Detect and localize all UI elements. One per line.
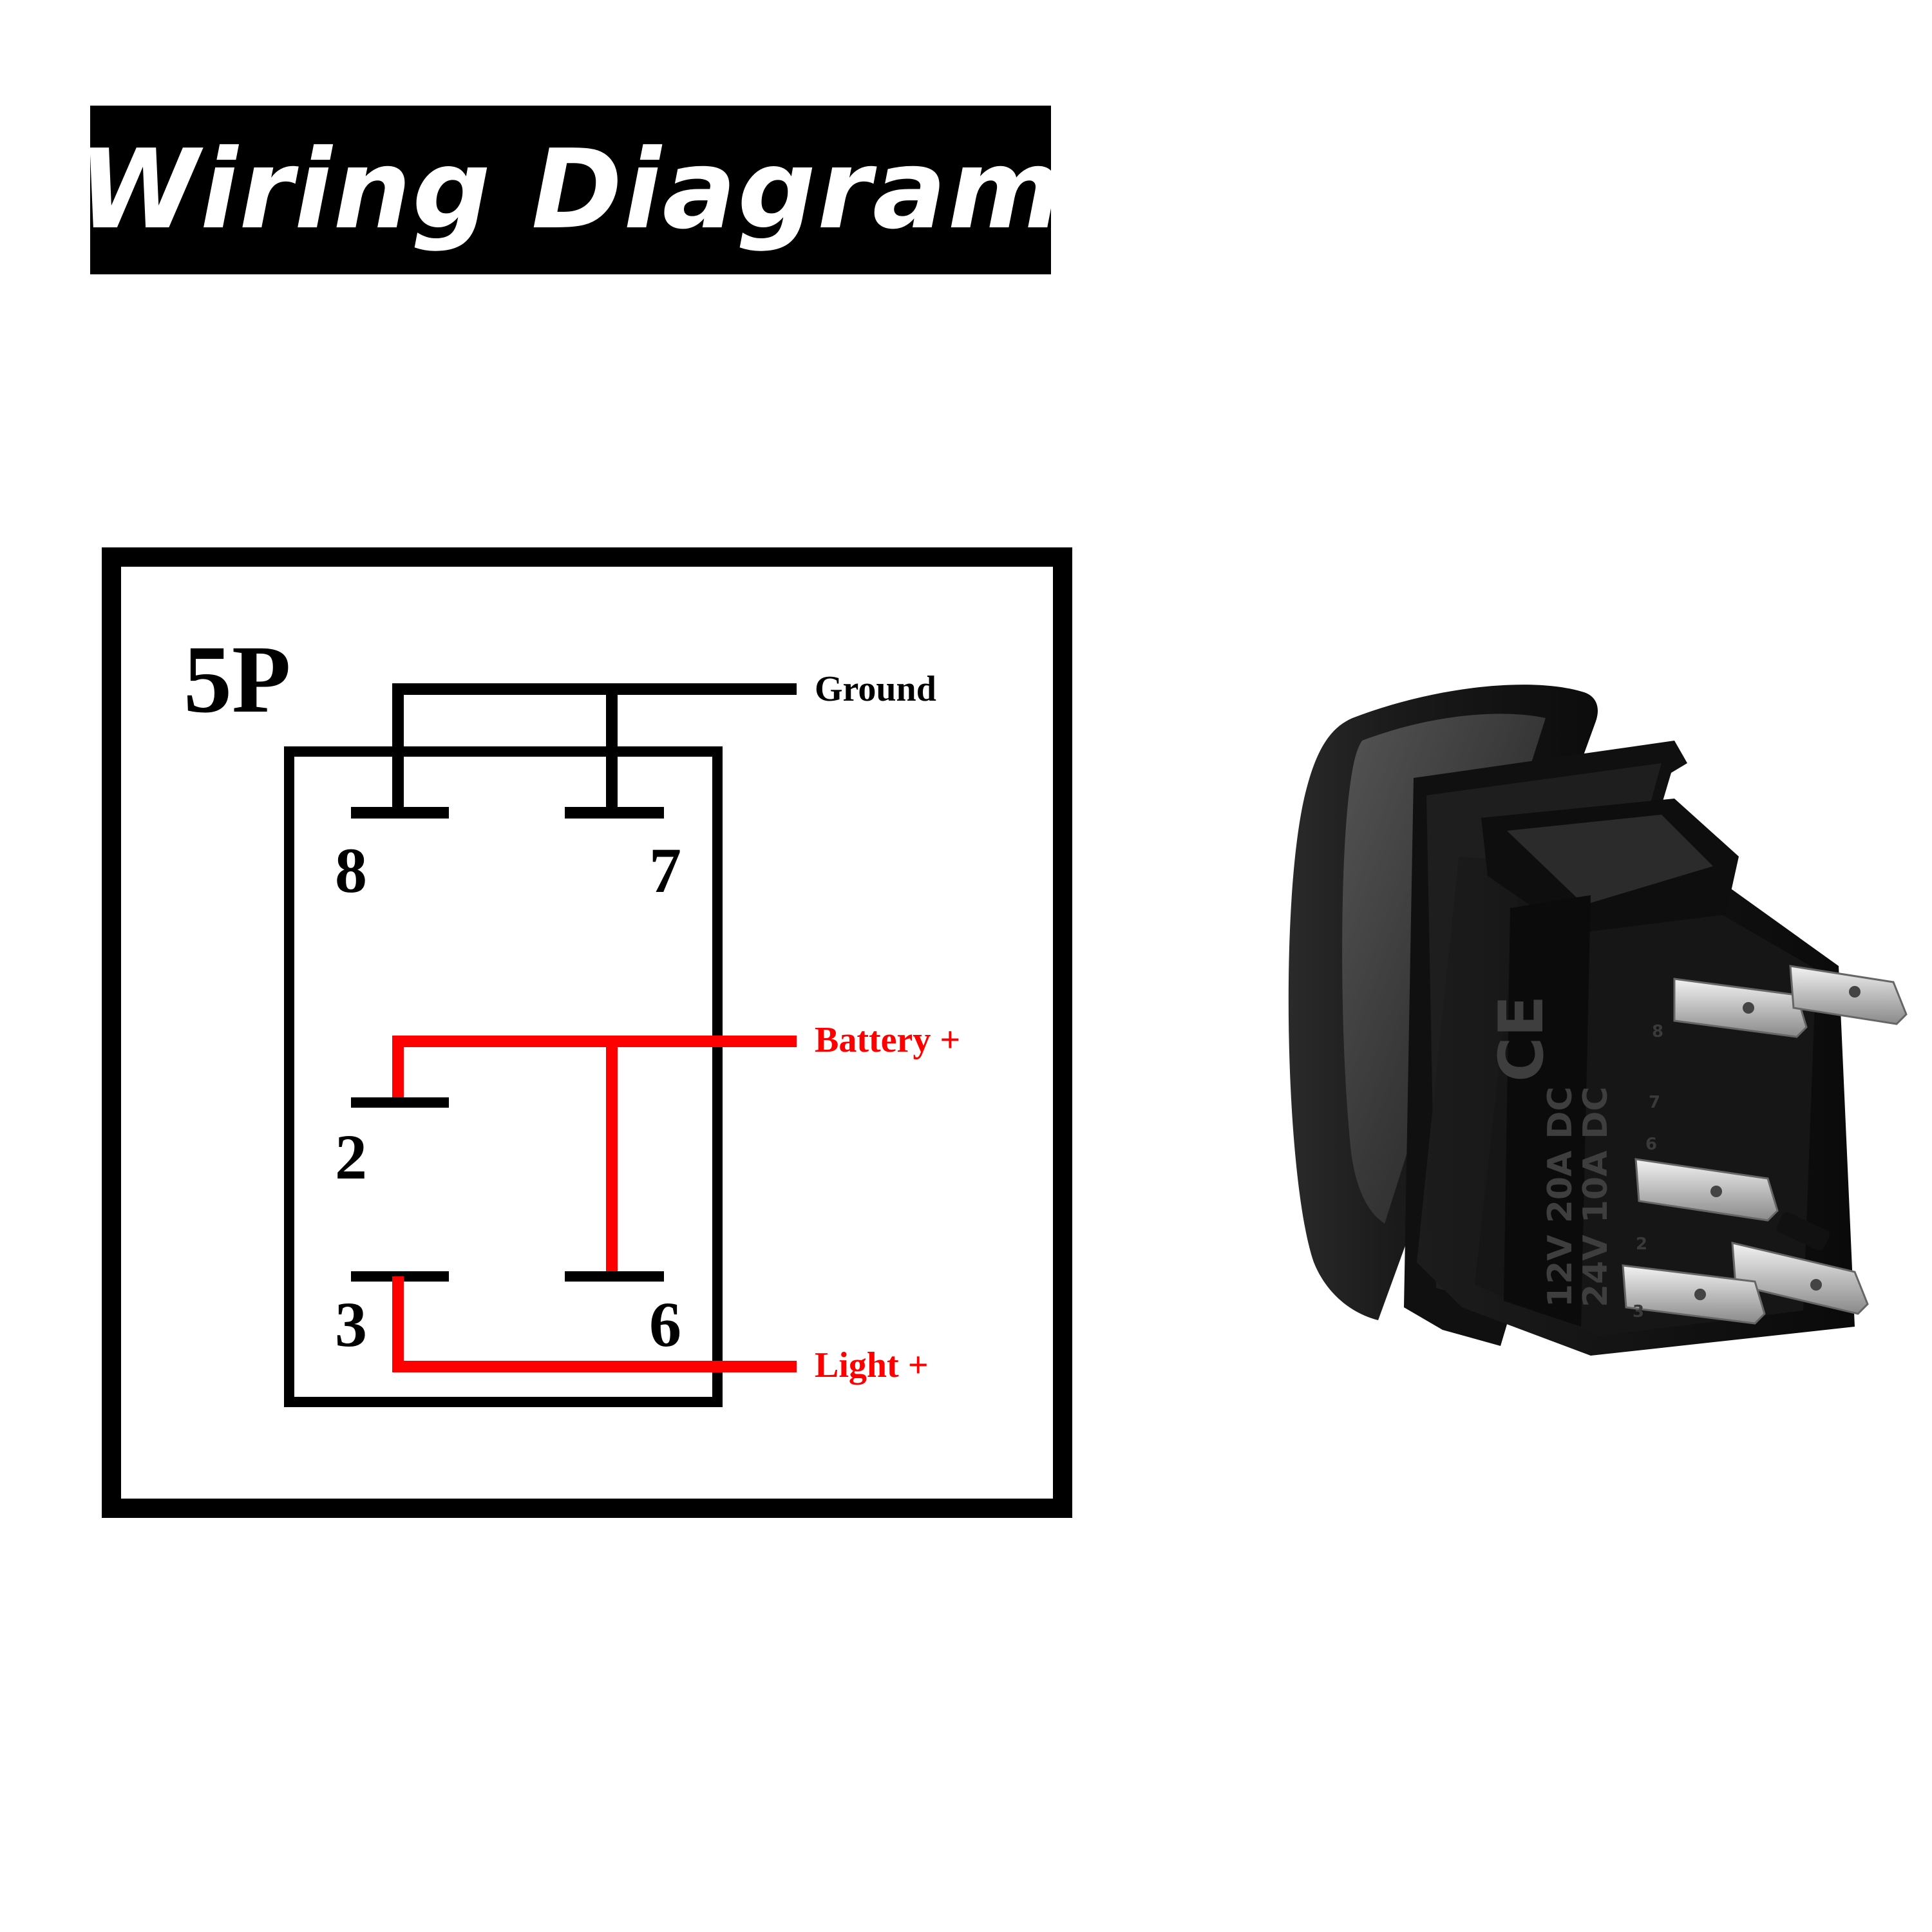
pin-8-label: 8	[335, 835, 367, 906]
terminal-number: 2	[1636, 1235, 1647, 1254]
pin-7-label: 7	[649, 835, 681, 906]
pin-count-label: 5P	[184, 626, 291, 733]
page-title: Wiring Diagram	[78, 126, 1063, 254]
ce-mark: CE	[1486, 995, 1557, 1082]
ground-label: Ground	[815, 669, 936, 709]
diagram-frame	[102, 547, 1072, 1518]
terminal-number: 6	[1645, 1135, 1657, 1154]
rocker-switch-image: CE 12V 20A DC 24V 10A DC 8 7 6 2 3	[1288, 685, 1908, 1356]
battery-wire	[392, 1036, 797, 1276]
light-wire	[392, 1276, 797, 1372]
pin-2-label: 2	[335, 1121, 367, 1193]
switch-body-outline	[284, 746, 723, 1407]
terminal-number: 8	[1652, 1022, 1663, 1041]
rating-line-2: 24V 10A DC	[1577, 1086, 1615, 1307]
battery-label: Battery +	[815, 1020, 960, 1060]
terminal-number: 3	[1633, 1302, 1644, 1321]
ground-wire	[351, 683, 797, 819]
pin-6-label: 6	[649, 1289, 681, 1360]
title-banner: Wiring Diagram	[78, 106, 1062, 274]
light-label: Light +	[815, 1345, 929, 1385]
terminals	[1622, 965, 1908, 1325]
rating-line-1: 12V 20A DC	[1541, 1086, 1580, 1307]
pin-3-label: 3	[335, 1289, 367, 1360]
terminal-number: 7	[1649, 1093, 1660, 1112]
